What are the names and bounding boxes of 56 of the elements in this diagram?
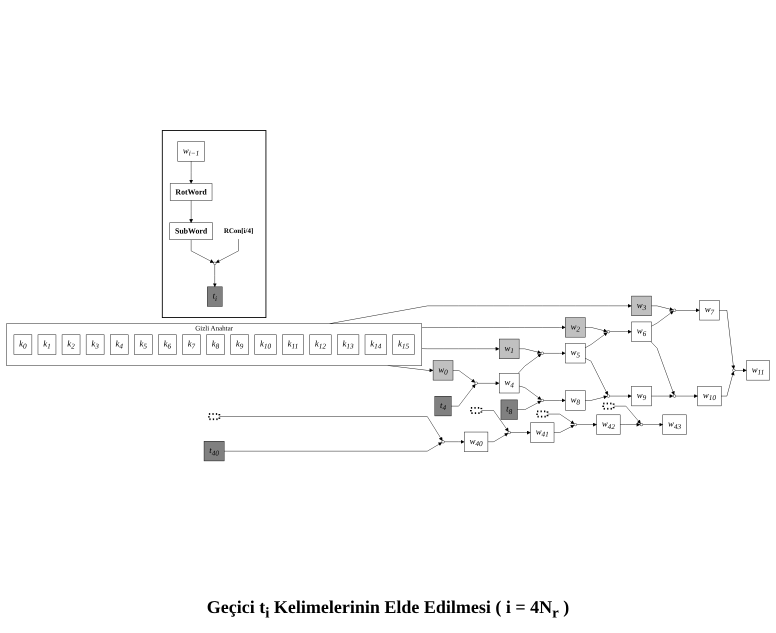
node-box: w$_{10}$ bbox=[697, 386, 722, 406]
node-box: k$_{6}$ bbox=[158, 334, 177, 355]
node-box: w$_{3}$ bbox=[631, 296, 652, 316]
node-box: w$_{9}$ bbox=[631, 386, 652, 406]
node-circle bbox=[673, 308, 676, 312]
node-box: w$_{4}$ bbox=[499, 373, 520, 394]
node-circle bbox=[606, 394, 610, 398]
node-box: k$_{8}$ bbox=[206, 334, 225, 355]
node-dots bbox=[208, 413, 220, 420]
node-box: k$_{2}$ bbox=[62, 334, 80, 355]
node-box: t$_{i}$ bbox=[207, 286, 222, 307]
node-box: t$_{8}$ bbox=[500, 400, 518, 420]
node-box: w$_{41}$ bbox=[530, 422, 554, 443]
node-box: t$_{4}$ bbox=[434, 396, 452, 416]
node-dots bbox=[602, 402, 614, 410]
node-box: k$_{1}$ bbox=[38, 334, 56, 355]
node-box: w$_{40}$ bbox=[464, 432, 488, 452]
node-circle bbox=[213, 262, 216, 265]
node-circle bbox=[673, 394, 676, 398]
node-dots bbox=[536, 410, 548, 418]
node-box: w$_{i−1}$ bbox=[177, 141, 205, 162]
node-circle bbox=[508, 431, 511, 434]
node-box: k$_{12}$ bbox=[309, 334, 332, 355]
node-circle bbox=[574, 423, 577, 426]
node-box: k$_{4}$ bbox=[110, 334, 128, 355]
node-circle bbox=[474, 382, 478, 385]
node-box: w$_{2}$ bbox=[565, 317, 586, 338]
node-circle bbox=[606, 330, 610, 334]
node-box: k$_{0}$ bbox=[14, 334, 32, 355]
node-box: w$_{6}$ bbox=[631, 322, 652, 342]
node-box: w$_{1}$ bbox=[499, 338, 520, 359]
node-box: k$_{14}$ bbox=[364, 334, 387, 355]
node-dots bbox=[470, 406, 482, 414]
node-box: w$_{0}$ bbox=[432, 360, 454, 380]
node-box: k$_{3}$ bbox=[86, 334, 104, 355]
node-box: k$_{13}$ bbox=[337, 334, 360, 355]
node-box: t$_{40}$ bbox=[204, 441, 224, 462]
node-circle bbox=[442, 440, 445, 444]
node-box: k$_{11}$ bbox=[282, 334, 304, 355]
node-box: w$_{43}$ bbox=[662, 414, 687, 435]
node-box: k$_{10}$ bbox=[254, 334, 277, 355]
node-box: w$_{11}$ bbox=[746, 360, 770, 380]
node-box: k$_{7}$ bbox=[182, 334, 201, 355]
node-box: w$_{8}$ bbox=[565, 390, 586, 410]
node-box: w$_{7}$ bbox=[699, 300, 720, 320]
node-box: w$_{42}$ bbox=[596, 414, 620, 435]
cluster bbox=[162, 130, 266, 318]
node-circle bbox=[732, 368, 736, 372]
node-box: k$_{15}$ bbox=[392, 334, 415, 355]
node-box: w$_{5}$ bbox=[565, 343, 586, 364]
node-circle bbox=[540, 398, 544, 402]
caption: Geçici t$_{i}$ Kelimelerinin Elde Edilmesi ( i = 4N$_{r}$ ) bbox=[206, 596, 570, 624]
node-circle bbox=[640, 423, 643, 426]
node-box: k$_{5}$ bbox=[134, 334, 152, 355]
node-box: k$_{9}$ bbox=[230, 334, 249, 355]
node-circle bbox=[540, 352, 544, 355]
